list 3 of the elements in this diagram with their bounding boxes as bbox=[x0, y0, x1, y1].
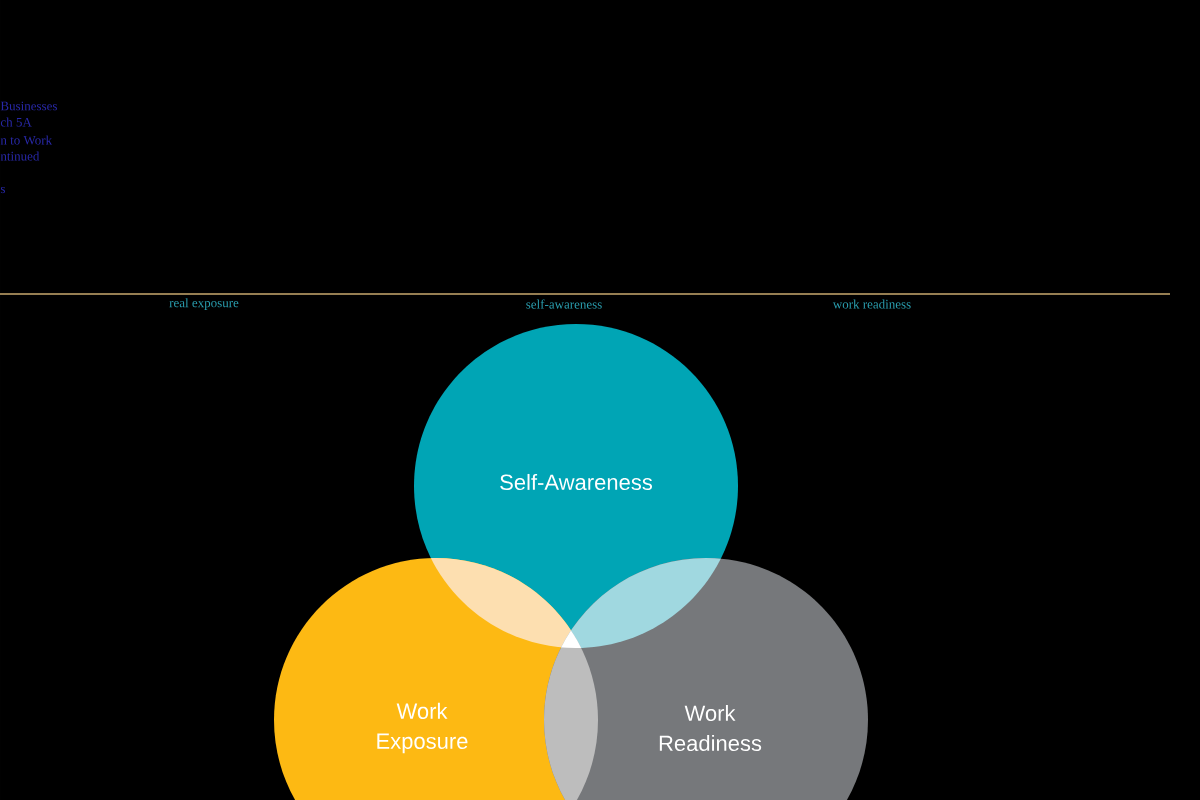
circle-label: Work Readiness bbox=[659, 704, 762, 752]
circle-label: Work Exposure bbox=[377, 702, 468, 754]
circle-label: Self-Awareness bbox=[500, 473, 652, 491]
